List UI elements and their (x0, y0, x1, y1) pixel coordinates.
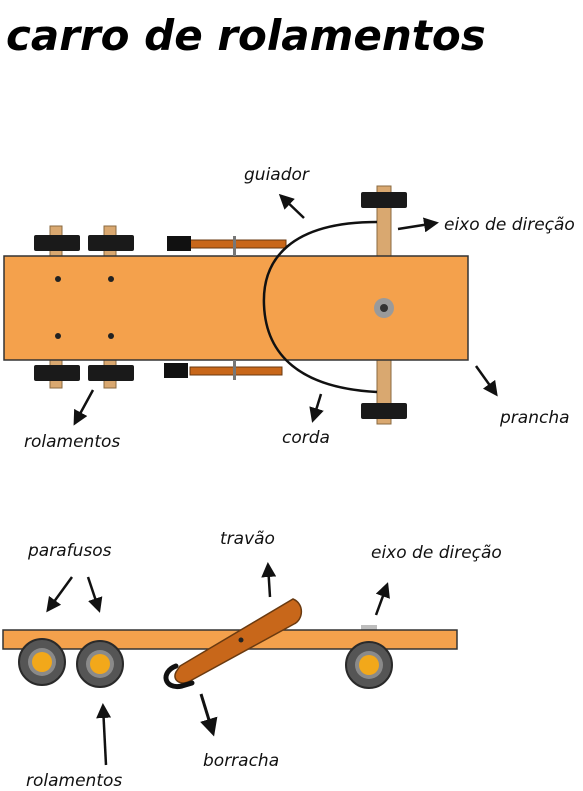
label-rolamentos-side: rolamentos (26, 771, 122, 791)
bearing-rear-right-bottom (88, 365, 134, 381)
label-prancha: prancha (499, 408, 570, 428)
label-parafusos: parafusos (27, 541, 112, 561)
bearing-front-top (361, 192, 407, 208)
screw-dot (108, 276, 114, 282)
brake-pivot-side (238, 637, 244, 643)
arrow-eixo-direcao-top (397, 217, 439, 233)
side-view: parafusos travão eixo de direção borrach… (2, 529, 502, 791)
wheel-rear-1 (18, 638, 66, 686)
label-eixo-direcao-side: eixo de direção (371, 543, 502, 563)
arrow-corda (309, 393, 324, 423)
arrow-eixo-direcao-side (374, 582, 390, 616)
screw-dot (55, 276, 61, 282)
arrow-rolamentos-side (96, 703, 112, 766)
brake-pin-top (233, 236, 236, 256)
arrow-rolamentos-top (73, 389, 95, 426)
brake-pin-bottom (233, 360, 236, 380)
arrow-prancha (474, 365, 498, 397)
arrow-parafusos-2 (86, 576, 103, 613)
pivot-bolt-center (380, 304, 388, 312)
screw-dot (55, 333, 61, 339)
label-travao: travão (220, 529, 275, 549)
board-top (3, 255, 469, 361)
label-borracha: borracha (203, 751, 279, 771)
label-eixo-direcao-top: eixo de direção (444, 215, 575, 235)
arrow-travao (261, 562, 277, 598)
bearing-front-bottom (361, 403, 407, 419)
brake-rubber-bottom (164, 363, 188, 378)
steering-rope (262, 220, 378, 394)
label-corda: corda (282, 428, 330, 448)
arrow-parafusos-1 (46, 576, 74, 613)
arrow-guiador (278, 193, 305, 219)
steering-axle-side (361, 625, 377, 631)
brake-lever-top (189, 239, 287, 249)
arrow-borracha (199, 693, 218, 737)
brake-rubber-top (167, 236, 191, 251)
wheel-front (345, 641, 393, 689)
label-rolamentos-top: rolamentos (24, 432, 120, 452)
bearing-rear-left-bottom (34, 365, 80, 381)
brake-rubber-side (163, 663, 195, 690)
diagram-title: carro de rolamentos (6, 11, 486, 60)
label-guiador: guiador (244, 165, 310, 185)
bearing-rear-right-top (88, 235, 134, 251)
top-view: guiador eixo de direção prancha corda ro… (3, 165, 575, 452)
screw-dot (108, 333, 114, 339)
wheel-rear-2 (76, 640, 124, 688)
bearing-rear-left-top (34, 235, 80, 251)
